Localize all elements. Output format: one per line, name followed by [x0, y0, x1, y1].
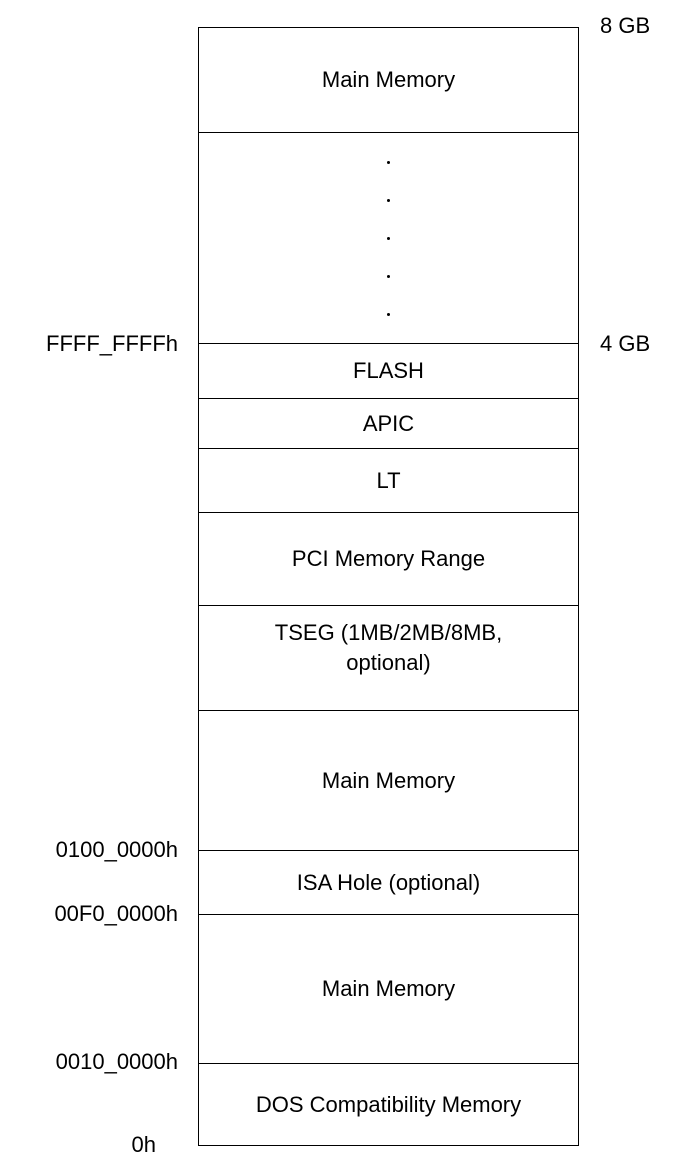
region-label: Main Memory [321, 767, 456, 793]
region-label: PCI Memory Range [291, 546, 486, 571]
region-isa-hole: ISA Hole (optional) [198, 850, 579, 915]
region-elided-gap [198, 132, 579, 344]
region-lt: LT [198, 448, 579, 513]
size-label-4gb: 4 GB [600, 331, 651, 356]
address-ffff-ffff: FFFF_FFFFh [46, 331, 178, 356]
address-0h: 0h [131, 1132, 156, 1157]
ellipsis-dots-icon [387, 133, 390, 343]
address-0010-0000: 0010_0000h [55, 1049, 178, 1074]
region-label: ISA Hole (optional) [296, 869, 481, 895]
region-label: DOS Compatibility Memory [255, 1091, 522, 1117]
region-main-memory-high: Main Memory [198, 27, 579, 133]
region-label: FLASH [353, 358, 424, 383]
region-main-memory-mid: Main Memory [198, 710, 579, 851]
region-tseg: TSEG (1MB/2MB/8MB, optional) [198, 605, 579, 711]
region-main-memory-low: Main Memory [198, 914, 579, 1064]
region-label: TSEG (1MB/2MB/8MB, optional) [274, 620, 503, 675]
address-00f0-0000: 00F0_0000h [54, 901, 178, 926]
size-label-8gb: 8 GB [600, 13, 651, 38]
region-apic: APIC [198, 398, 579, 449]
region-label: Main Memory [321, 67, 456, 92]
region-label: APIC [362, 410, 415, 436]
region-flash: FLASH [198, 343, 579, 399]
region-dos-compatibility: DOS Compatibility Memory [198, 1063, 579, 1146]
address-0100-0000: 0100_0000h [55, 837, 178, 862]
region-label: LT [376, 467, 401, 493]
region-label: Main Memory [321, 976, 456, 1001]
region-pci-memory-range: PCI Memory Range [198, 512, 579, 606]
